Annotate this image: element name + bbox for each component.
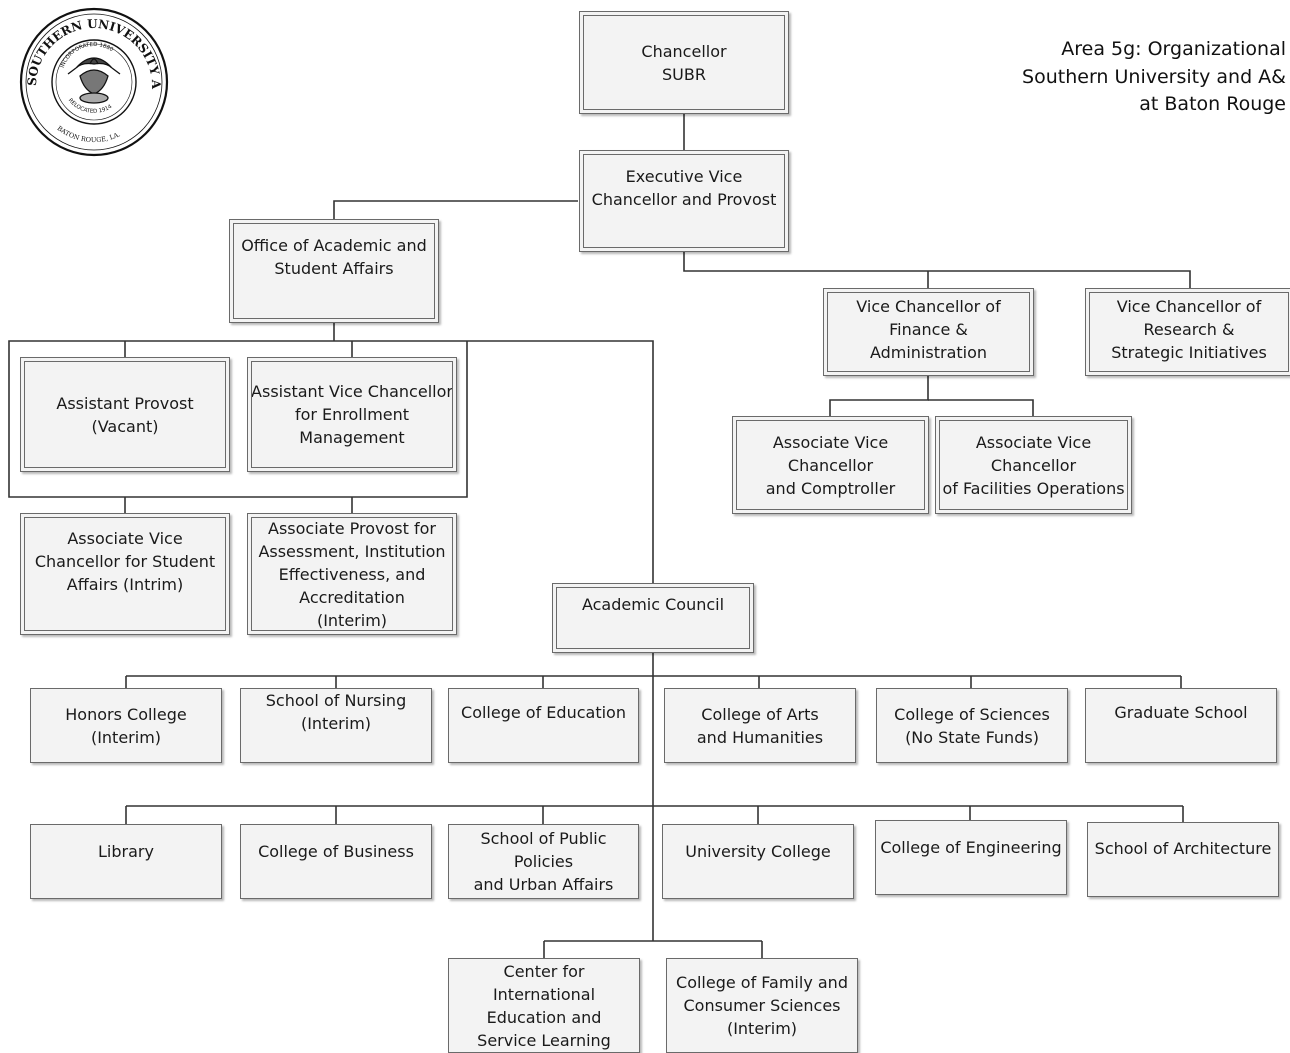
node-graduate-school: Graduate School — [1085, 688, 1277, 763]
connector — [8, 340, 468, 498]
node-assistant-provost: Assistant Provost (Vacant) — [20, 357, 230, 472]
node-office-academic-student-affairs: Office of Academic and Student Affairs — [229, 219, 439, 323]
connector — [683, 252, 1191, 288]
node-school-of-public-policies: School of Public Policies and Urban Affa… — [448, 824, 639, 899]
node-college-family-consumer: College of Family and Consumer Sciences … — [666, 958, 858, 1053]
node-ap-assessment: Associate Provost for Assessment, Instit… — [247, 513, 457, 635]
node-honors-college: Honors College (Interim) — [30, 688, 222, 763]
node-school-of-architecture: School of Architecture — [1087, 822, 1279, 897]
node-vc-research-strategic: Vice Chancellor of Research & Strategic … — [1085, 288, 1290, 376]
connector — [928, 399, 1034, 416]
university-seal-logo: SOUTHERN UNIVERSITY AND A&M COLLEGE BATO… — [14, 6, 169, 157]
title-line-1: Area 5g: Organizational — [1061, 38, 1286, 60]
node-college-of-arts: College of Arts and Humanities — [664, 688, 856, 763]
connector — [829, 376, 929, 416]
node-avc-facilities: Associate Vice Chancellor of Facilities … — [935, 416, 1132, 514]
node-executive-vice-chancellor-provost: Executive Vice Chancellor and Provost — [579, 150, 789, 252]
title-line-3: at Baton Rouge — [1139, 93, 1286, 115]
node-center-international-education: Center for International Education and S… — [448, 958, 640, 1053]
node-college-of-business: College of Business — [240, 824, 432, 899]
node-academic-council: Academic Council — [552, 583, 754, 653]
node-college-of-education: College of Education — [448, 688, 639, 763]
node-chancellor: Chancellor SUBR — [579, 11, 789, 114]
node-university-college: University College — [662, 824, 854, 899]
title-line-2: Southern University and A& — [1022, 65, 1286, 88]
node-library: Library — [30, 824, 222, 899]
pelican-icon — [67, 57, 121, 104]
node-avc-student-affairs: Associate Vice Chancellor for Student Af… — [20, 513, 230, 635]
connector — [333, 200, 578, 219]
node-college-of-engineering: College of Engineering — [875, 820, 1067, 895]
connector — [467, 340, 654, 583]
node-avc-comptroller: Associate Vice Chancellor and Comptrolle… — [732, 416, 929, 514]
node-school-of-nursing: School of Nursing (Interim) — [240, 688, 432, 763]
node-college-of-sciences: College of Sciences (No State Funds) — [876, 688, 1068, 763]
page-title: Area 5g: Organizational Southern Univers… — [1022, 36, 1286, 119]
node-avc-enrollment: Assistant Vice Chancellor for Enrollment… — [247, 357, 457, 472]
node-vc-finance-administration: Vice Chancellor of Finance & Administrat… — [823, 288, 1034, 376]
